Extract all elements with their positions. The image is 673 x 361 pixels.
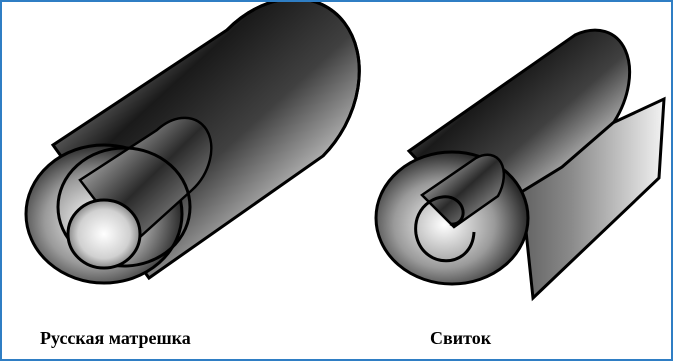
inner-cylinder-front-end: [68, 200, 140, 268]
nested-cylinders-drawing: [26, 2, 359, 283]
caption-nested-cylinders: Русская матрешка: [40, 328, 191, 349]
scroll-drawing: [376, 30, 664, 298]
caption-scroll: Свиток: [430, 328, 491, 349]
